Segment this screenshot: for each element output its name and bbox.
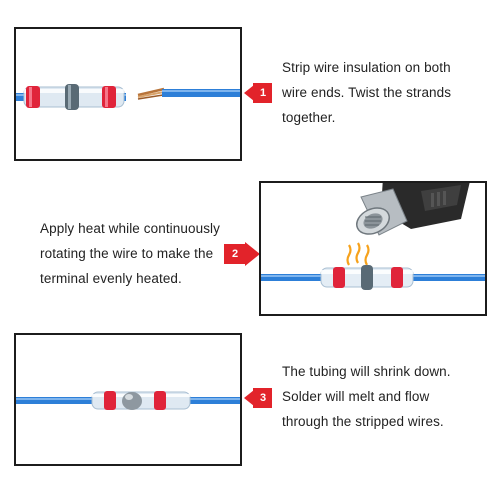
right-wire [162, 89, 240, 97]
step-3-text-line-2: Solder will melt and flow [282, 389, 430, 404]
step-3-text: The tubing will shrink down. Solder will… [282, 359, 451, 434]
wire-and-solder-sleeve-image [16, 84, 240, 110]
step-1-text: Strip wire insulation on both wire ends.… [282, 55, 451, 130]
shrunk-solder-sleeve-image [16, 391, 240, 410]
step-2-image-panel [259, 181, 487, 316]
solder-sleeve [23, 84, 125, 110]
step-3-badge: 3 [244, 382, 272, 414]
heat-waves [346, 242, 370, 266]
step-2-text-line-1: Apply heat while continuously [40, 221, 221, 236]
step-3-image-panel [14, 333, 242, 466]
step-3-arrow-icon [244, 388, 272, 408]
step-1-image-panel [14, 27, 242, 161]
step-2-text: Apply heat while continuously rotating t… [40, 216, 220, 291]
step-3-number: 3 [259, 392, 267, 404]
step-2-badge: 2 [224, 238, 260, 270]
heat-gun [356, 183, 470, 236]
shrunk-solder-sleeve [91, 391, 191, 410]
step-2-arrow-icon [224, 242, 260, 266]
step-3-text-line-1: The tubing will shrink down. [282, 364, 451, 379]
solder-sleeve [320, 265, 414, 290]
step-1-badge: 1 [244, 77, 272, 109]
step-3-text-line-3: through the stripped wires. [282, 414, 444, 429]
step-1-text-line-2: wire ends. Twist the strands [282, 85, 452, 100]
step-1-number: 1 [259, 87, 267, 99]
step-1-arrow-icon [244, 83, 272, 103]
stripped-copper-strands [137, 87, 165, 100]
heat-gun-over-sleeve-image [261, 183, 485, 290]
step-2-text-line-2: rotating the wire to make the [40, 246, 214, 261]
step-2-number: 2 [231, 248, 239, 260]
step-1-text-line-1: Strip wire insulation on both [282, 60, 451, 75]
step-2-text-line-3: terminal evenly heated. [40, 271, 182, 286]
step-1-text-line-3: together. [282, 110, 336, 125]
